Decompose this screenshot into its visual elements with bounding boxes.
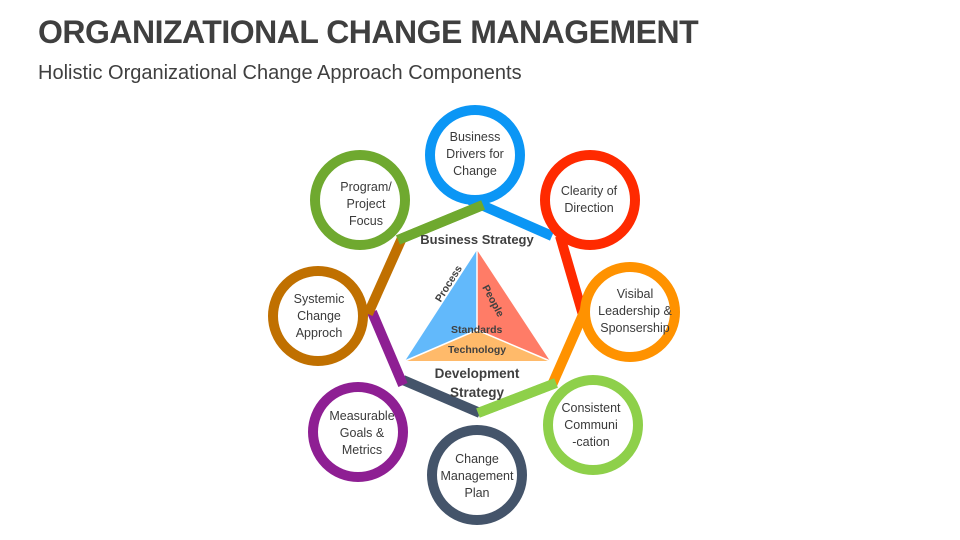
node-label-line: Goals & bbox=[339, 426, 385, 440]
node-business-drivers: Business Drivers for Change bbox=[433, 129, 517, 180]
page-title: ORGANIZATIONAL CHANGE MANAGEMENT bbox=[38, 14, 699, 50]
node-label-line: Approch bbox=[295, 326, 343, 340]
node-label-line: Clearity of bbox=[560, 184, 618, 198]
loop-program-project bbox=[310, 150, 410, 250]
node-label-line: Systemic bbox=[293, 292, 345, 306]
node-label-line: -cation bbox=[572, 435, 610, 449]
node-label-line: Change bbox=[453, 164, 497, 178]
tail-clearity bbox=[555, 234, 588, 317]
development-strategy-line: Development bbox=[434, 366, 520, 381]
node-label-line: Change bbox=[297, 309, 341, 323]
node-label-line: Change bbox=[455, 452, 499, 466]
triangle-process-segment bbox=[405, 250, 477, 361]
triangle-technology-segment bbox=[405, 330, 550, 361]
node-label-line: Management bbox=[440, 469, 514, 483]
node-label-line: Sponsership bbox=[600, 321, 670, 335]
development-strategy-line: Strategy bbox=[449, 385, 505, 400]
loop-change-management-plan bbox=[427, 425, 527, 525]
node-measurable-goals: Measurable Goals & Metrics bbox=[320, 408, 404, 459]
business-strategy-label: Business Strategy bbox=[420, 232, 534, 247]
node-visibal-leadership: Visibal Leadership & Sponsership bbox=[593, 286, 677, 337]
node-change-management-plan: Change Management Plan bbox=[435, 451, 519, 502]
node-label-line: Direction bbox=[564, 201, 614, 215]
node-label-line: Visibal bbox=[616, 287, 654, 301]
node-label-line: Communi bbox=[564, 418, 618, 432]
loop-consistent-communication bbox=[543, 375, 643, 475]
node-label-line: Drivers for bbox=[446, 147, 504, 161]
node-label-line: Measurable bbox=[329, 409, 395, 423]
tail-systemic-change bbox=[363, 235, 407, 317]
node-program-project-focus: Program/ Project Focus bbox=[324, 179, 408, 230]
node-clearity-of-direction: Clearity of Direction bbox=[547, 183, 631, 217]
node-label-line: Focus bbox=[348, 214, 384, 228]
loop-clearity bbox=[540, 150, 640, 250]
node-label-line: Program/ bbox=[340, 180, 392, 194]
loop-measurable-goals bbox=[308, 382, 408, 482]
tail-change-management-plan bbox=[401, 375, 482, 418]
node-label-line: Leadership & bbox=[598, 304, 672, 318]
triangle-standards-label: Standards bbox=[451, 324, 503, 336]
node-label-line: Metrics bbox=[341, 443, 383, 457]
node-label-line: Project bbox=[346, 197, 386, 211]
node-consistent-communication: Consistent Communi -cation bbox=[549, 400, 633, 451]
development-strategy-label: Development Strategy bbox=[412, 364, 542, 402]
tail-measurable-goals bbox=[367, 310, 408, 387]
loop-systemic-change bbox=[268, 266, 368, 366]
page-subtitle: Holistic Organizational Change Approach … bbox=[38, 62, 522, 84]
node-label-line: Plan bbox=[464, 486, 490, 500]
node-systemic-change: Systemic Change Approch bbox=[277, 291, 361, 342]
center-triangle bbox=[404, 250, 551, 362]
tail-visibal-leadership bbox=[547, 307, 590, 388]
triangle-people-segment bbox=[477, 250, 550, 361]
node-label-line: Consistent bbox=[561, 401, 621, 415]
node-label-line: Business bbox=[449, 130, 501, 144]
triangle-technology-label: Technology bbox=[448, 344, 507, 356]
tail-business-drivers bbox=[467, 195, 555, 241]
